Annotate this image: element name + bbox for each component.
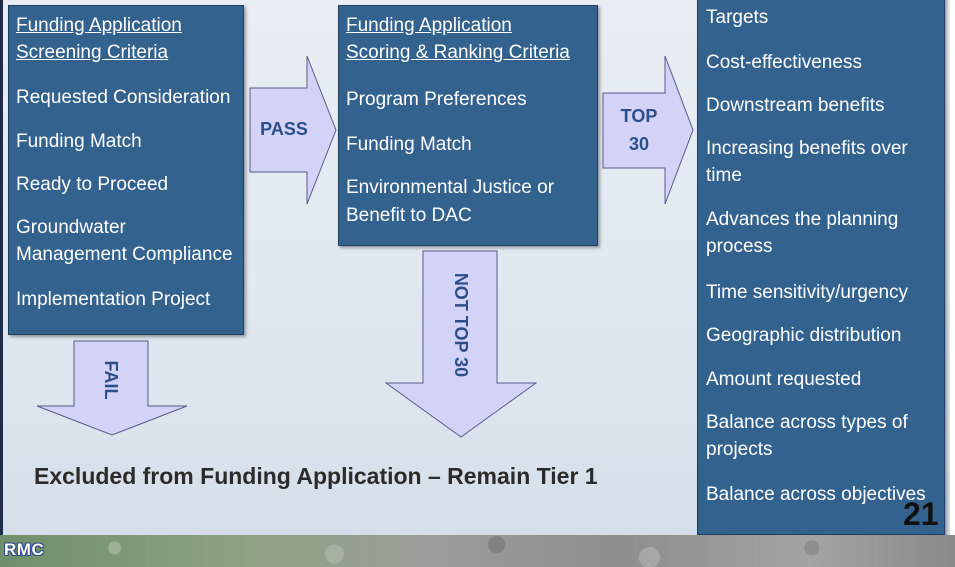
right-border: [950, 0, 955, 535]
criteria-item: Balance across objectives: [706, 484, 926, 505]
criteria-item: Increasing benefits over: [706, 138, 908, 159]
top30-arrow: TOP 30: [602, 55, 694, 205]
screening-title-line1: Funding Application: [16, 15, 182, 36]
scoring-title-line1: Funding Application: [346, 15, 512, 36]
criteria-item: Balance across types of: [706, 412, 908, 433]
slide-number: 21: [903, 496, 939, 532]
criteria-item: projects: [706, 439, 773, 460]
not-top30-label: NOT TOP 30: [451, 272, 471, 378]
screening-title-line2: Screening Criteria: [16, 42, 169, 63]
criteria-item: Geographic distribution: [706, 325, 902, 346]
footer-texture-band: [0, 535, 955, 567]
scoring-title-line2: Scoring & Ranking Criteria: [346, 42, 570, 63]
rmc-logo: RMC: [4, 540, 45, 559]
criteria-item: time: [706, 165, 742, 186]
screening-item: Implementation Project: [16, 289, 211, 310]
top30-label-line2: 30: [628, 134, 650, 154]
criteria-item: Targets: [706, 7, 769, 28]
screening-item: Groundwater: [16, 217, 126, 238]
criteria-item: Advances the planning: [706, 209, 899, 230]
criteria-item: process: [706, 236, 773, 257]
fail-arrow: FAIL: [36, 340, 188, 436]
fail-label: FAIL: [101, 360, 121, 400]
pass-label: PASS: [260, 119, 308, 139]
scoring-ranking-box: Funding Application Scoring & Ranking Cr…: [338, 5, 598, 246]
screening-criteria-box: Funding Application Screening Criteria R…: [8, 5, 244, 335]
screening-item: Ready to Proceed: [16, 174, 169, 195]
top30-label-line1: TOP: [620, 106, 658, 126]
not-top30-arrow: NOT TOP 30: [385, 250, 537, 438]
scoring-item: Funding Match: [346, 134, 472, 155]
scoring-item: Environmental Justice or: [346, 177, 555, 198]
prioritization-criteria-box: Targets Cost-effectiveness Downstream be…: [697, 0, 945, 535]
criteria-item: Cost-effectiveness: [706, 52, 862, 73]
criteria-item: Downstream benefits: [706, 95, 885, 116]
screening-item: Management Compliance: [16, 244, 233, 265]
criteria-item: Amount requested: [706, 369, 862, 390]
scoring-item: Program Preferences: [346, 89, 527, 110]
excluded-caption: Excluded from Funding Application – Rema…: [34, 463, 598, 489]
scoring-item: Benefit to DAC: [346, 205, 472, 226]
criteria-item: Time sensitivity/urgency: [706, 282, 909, 303]
left-border: [0, 0, 3, 535]
screening-item: Requested Consideration: [16, 87, 231, 108]
pass-arrow: PASS: [249, 55, 337, 205]
screening-item: Funding Match: [16, 131, 142, 152]
